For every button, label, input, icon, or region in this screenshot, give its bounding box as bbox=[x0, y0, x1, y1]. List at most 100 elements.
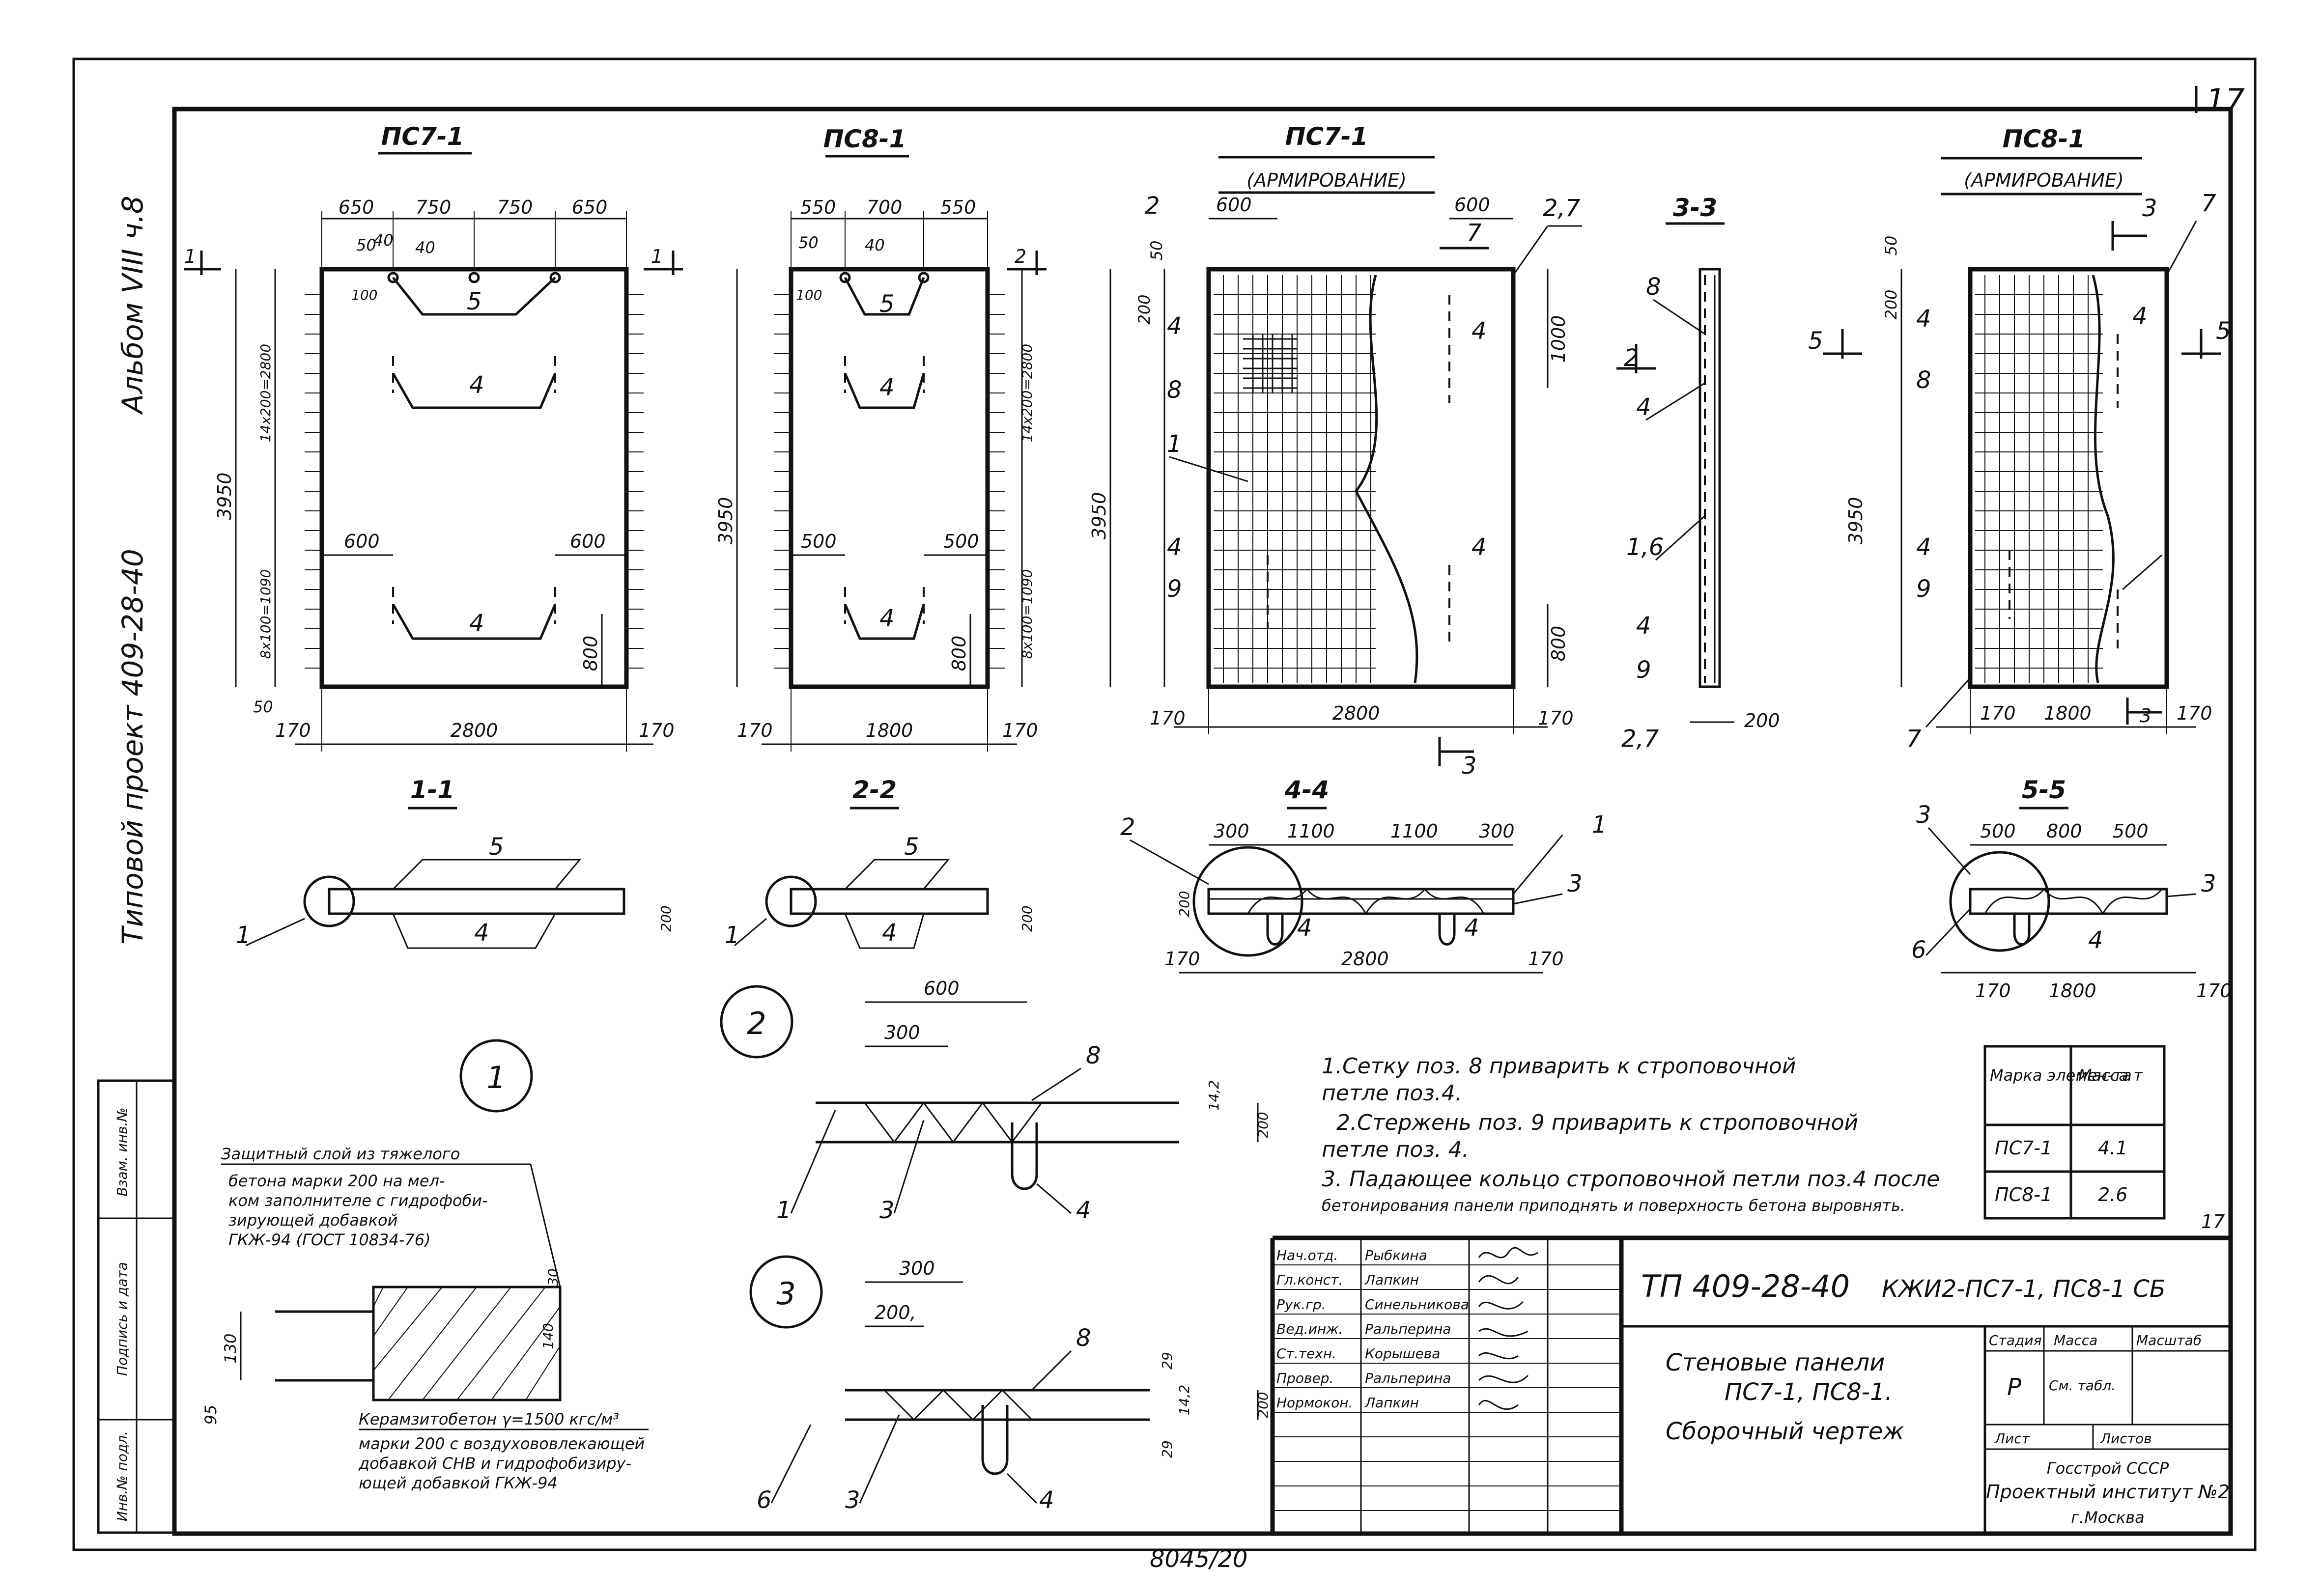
pos-3: 3 bbox=[879, 1197, 895, 1224]
dim-800: 800 bbox=[1548, 626, 1569, 662]
dim-200: 200 bbox=[1019, 905, 1035, 931]
dim-600-right: 600 bbox=[570, 531, 606, 552]
dim-width: 1800 bbox=[2049, 980, 2096, 1002]
dim-170-left: 170 bbox=[1980, 702, 2016, 724]
org-line-3: г.Москва bbox=[2071, 1508, 2145, 1527]
signer-role-3: Рук.гр. bbox=[1276, 1296, 1326, 1313]
title-block bbox=[1270, 1235, 2231, 1533]
sheets-label: Листов bbox=[2100, 1430, 2152, 1447]
dim-29b: 29 bbox=[1159, 1440, 1175, 1458]
rebar-right-4b: 4 bbox=[1472, 533, 1487, 561]
rebar-pos-4a: 4 bbox=[1167, 312, 1182, 340]
title-name-3: Сборочный чертеж bbox=[1666, 1418, 1904, 1445]
dim-height: 3950 bbox=[1845, 497, 1867, 545]
dim-550-left: 550 bbox=[800, 196, 836, 218]
dim-height: 3950 bbox=[1088, 492, 1110, 540]
table-header-mass: Масса т bbox=[2078, 1066, 2143, 1085]
dim-500-left: 500 bbox=[1980, 820, 2016, 842]
legend-line-3: добавкой СНВ и гидрофобизиру- bbox=[358, 1454, 631, 1473]
dim-600-right: 600 bbox=[1454, 194, 1490, 216]
node1-text-1: бетона марки 200 на мел- bbox=[228, 1172, 445, 1190]
signer-name-7: Лапкин bbox=[1364, 1395, 1419, 1411]
rebar-pos-8: 8 bbox=[1916, 366, 1931, 394]
pos-3: 3 bbox=[1567, 870, 1583, 897]
view-ps7-1: ПС7-1 650 750 750 650 50 40 40 100 3950 … bbox=[184, 122, 683, 752]
rebar-pos-4b: 4 bbox=[1916, 533, 1931, 561]
dim-40a: 40 bbox=[373, 231, 394, 250]
dim-bottom-chain: 8x100=1090 bbox=[257, 569, 274, 659]
cut-5-right: 5 bbox=[2216, 317, 2231, 345]
dim-300: 300 bbox=[899, 1258, 935, 1279]
dim-170-right: 170 bbox=[1528, 948, 1564, 970]
section-1-1: 1-1 5 4 1 200 bbox=[236, 776, 674, 949]
pos-8: 8 bbox=[1076, 1324, 1091, 1352]
cut-mark-left: 1 bbox=[184, 246, 196, 267]
pos-4: 4 bbox=[474, 919, 489, 947]
s33-pos-4b: 4 bbox=[1636, 612, 1651, 640]
pos-2-7: 2,7 bbox=[1543, 195, 1581, 222]
dim-1000: 1000 bbox=[1548, 315, 1569, 363]
dim-1100-right: 1100 bbox=[1390, 820, 1438, 842]
dim-height: 3950 bbox=[715, 497, 736, 545]
pos-4a: 4 bbox=[1297, 914, 1312, 942]
section-4-4: 4-4 300 1100 1100 300 200 170 2800 170 2… bbox=[1120, 776, 1607, 974]
view-title: ПС8-1 bbox=[2003, 125, 2086, 153]
dim-800: 800 bbox=[948, 636, 970, 672]
cut-3-top: 3 bbox=[2142, 195, 2157, 222]
rebar-pos-8: 8 bbox=[1167, 376, 1182, 404]
signer-role-1: Нач.отд. bbox=[1276, 1247, 1338, 1263]
view-ps7-1-rebar: ПС7-1 (АРМИРОВАНИЕ) 600 600 2 7 2,7 50 2… bbox=[1088, 122, 1582, 780]
dim-100: 100 bbox=[351, 287, 377, 303]
node1-text-3: зирующей добавкой bbox=[228, 1211, 397, 1230]
album-title: Альбом VIII ч.8 bbox=[116, 196, 149, 415]
dim-50: 50 bbox=[798, 233, 819, 252]
dim-170-right: 170 bbox=[2196, 980, 2232, 1002]
dim-40b: 40 bbox=[415, 238, 435, 257]
dim-200: 200 bbox=[658, 905, 674, 931]
section-title: 4-4 bbox=[1284, 776, 1329, 804]
dim-600-left: 600 bbox=[344, 531, 380, 552]
pos-4b: 4 bbox=[879, 605, 895, 632]
dim-50-bottom: 50 bbox=[253, 698, 273, 716]
pos-1: 1 bbox=[776, 1197, 792, 1224]
dim-170-left: 170 bbox=[1164, 948, 1200, 970]
signer-role-6: Провер. bbox=[1276, 1370, 1333, 1386]
table-row-1-mark: ПС7-1 bbox=[1995, 1137, 2052, 1159]
notes: 1.Сетку поз. 8 приварить к строповочной … bbox=[1322, 1054, 1940, 1215]
dim-650-left: 650 bbox=[339, 196, 374, 218]
node1-dim-95: 95 bbox=[201, 1405, 220, 1425]
pos-4b: 4 bbox=[1464, 914, 1479, 942]
node-number: 3 bbox=[776, 1276, 795, 1312]
signer-name-6: Ральперина bbox=[1365, 1370, 1451, 1386]
dim-800: 800 bbox=[580, 636, 601, 672]
drawing-code: 8045/20 bbox=[1150, 1545, 1247, 1573]
view-subtitle: (АРМИРОВАНИЕ) bbox=[1246, 169, 1407, 191]
dim-width: 2800 bbox=[1341, 948, 1389, 970]
pos-4: 4 bbox=[2088, 926, 2103, 954]
org-line-2: Проектный институт №2 bbox=[1986, 1481, 2230, 1503]
rebar-pos-9: 9 bbox=[1916, 575, 1931, 603]
dim-750-right: 750 bbox=[497, 196, 533, 218]
s33-cut-2: 2 bbox=[1624, 344, 1639, 372]
note-line-3: 2.Стержень поз. 9 приварить к строповочн… bbox=[1336, 1110, 1858, 1135]
project-code: ТП 409-28-40 bbox=[1641, 1268, 1850, 1304]
dim-500-left: 500 bbox=[801, 531, 837, 552]
dim-500-right: 500 bbox=[943, 531, 979, 552]
dim-height: 3950 bbox=[214, 473, 235, 520]
scale-label: Масштаб bbox=[2136, 1332, 2202, 1348]
dim-width: 1800 bbox=[2044, 702, 2092, 724]
dim-300: 300 bbox=[884, 1022, 920, 1043]
signer-role-7: Нормокон. bbox=[1276, 1395, 1353, 1411]
signer-name-4: Ральперина bbox=[1365, 1321, 1451, 1337]
pos-4a: 4 bbox=[469, 371, 484, 399]
dim-600-left: 600 bbox=[1216, 194, 1252, 216]
section-title: 3-3 bbox=[1673, 194, 1717, 222]
project-title: Типовой проект 409-28-40 bbox=[116, 549, 149, 945]
section-3-3: 3-3 8 4 1,6 4 9 2,7 200 2 bbox=[1616, 194, 1780, 753]
dim-1100-left: 1100 bbox=[1287, 820, 1335, 842]
dim-mid-chain: 14x200=2800 bbox=[1019, 344, 1035, 442]
pos-4: 4 bbox=[882, 919, 897, 947]
dim-40: 40 bbox=[865, 236, 885, 254]
rebar-right-4a: 4 bbox=[1472, 317, 1487, 345]
stage-label: Стадия bbox=[1989, 1332, 2041, 1348]
